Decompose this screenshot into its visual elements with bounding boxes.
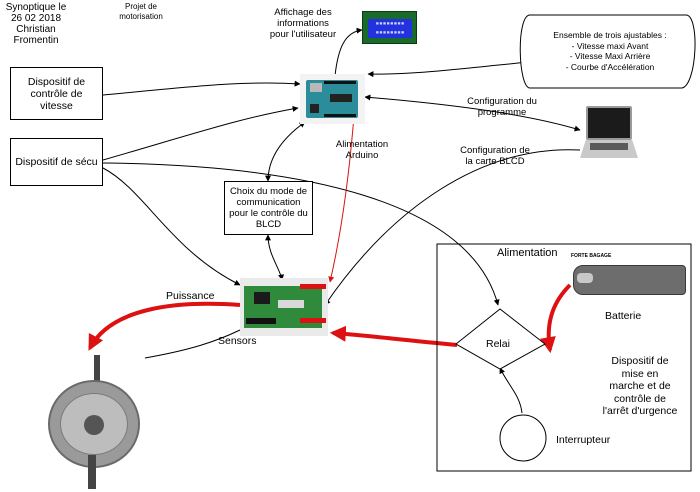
speed-control-line: Dispositif de: [27, 75, 86, 88]
controller-connector: [246, 318, 276, 324]
laptop-image: [580, 106, 638, 164]
arduino-power-label: Alimentation Arduino: [322, 139, 402, 161]
arrow-laptop-arduino: [364, 94, 581, 132]
display-label-line: pour l'utilisateur: [269, 29, 337, 40]
author-line: 26 02 2018: [10, 13, 62, 24]
adjustables-line: - Vitesse Maxi Arrière: [569, 51, 651, 61]
lcd-display: ▪▪▪▪▪▪▪▪ ▪▪▪▪▪▪▪▪: [362, 11, 417, 44]
motor-axle-bottom: [88, 455, 96, 489]
author-line: Christian: [16, 24, 56, 35]
blcd-config-line: Configuration de: [460, 145, 530, 156]
laptop-screen: [586, 106, 632, 140]
blcd-controller: [240, 278, 328, 336]
switch-label: Interrupteur: [556, 434, 611, 446]
arrow-safety-to-arduino: [102, 105, 299, 161]
author-line: Synoptique le: [5, 2, 67, 13]
controller-component: [254, 292, 270, 304]
comm-mode-line: Choix du mode de: [229, 186, 308, 197]
safety-box: Dispositif de sécu: [10, 138, 103, 186]
startup-device-line: Dispositif de: [611, 355, 669, 367]
line-sensors: [144, 329, 241, 359]
relay-diamond: [455, 308, 546, 370]
relay-label: Relai: [486, 338, 510, 350]
arduino-header: [324, 114, 356, 117]
arduino-chip: [330, 94, 352, 102]
battery-brand: FORTE BAGAGE: [571, 253, 612, 259]
arrow-speed-to-arduino: [102, 80, 301, 96]
speed-control-line: vitesse: [40, 99, 73, 112]
battery-label: Batterie: [605, 310, 642, 322]
startup-device-line: l'arrêt d'urgence: [602, 405, 678, 417]
lcd-line: ▪▪▪▪▪▪▪▪: [375, 20, 405, 27]
comm-mode-line: BLCD: [255, 219, 282, 230]
hub-motor-image: [30, 355, 150, 490]
arrow-laptop-to-controller: [324, 149, 581, 306]
controller-wire: [300, 318, 326, 323]
display-label-line: informations: [277, 18, 329, 29]
project-line: Projet de: [124, 2, 158, 11]
switch-circle: [499, 414, 547, 462]
startup-device-line: marche et de: [609, 380, 671, 392]
comm-mode-line: pour le contrôle du: [229, 208, 308, 219]
arrow-power-to-motor: [88, 301, 241, 351]
lcd-screen: ▪▪▪▪▪▪▪▪ ▪▪▪▪▪▪▪▪: [368, 19, 412, 38]
battery-image: FORTE BAGAGE: [571, 251, 688, 305]
adjustables-shape: [519, 14, 696, 89]
display-label: Affichage des informations pour l'utilis…: [253, 7, 353, 40]
blcd-config-label: Configuration de la carte BLCD: [445, 145, 545, 167]
startup-device-line: mise en: [621, 367, 659, 380]
arrow-arduino-power: [328, 102, 358, 283]
startup-device-label: Dispositif de mise en marche et de contr…: [590, 355, 690, 418]
arrow-arduino-to-display: [334, 27, 363, 77]
motor-axle-top: [94, 355, 100, 385]
controller-component: [278, 300, 304, 308]
lcd-line: ▪▪▪▪▪▪▪▪: [375, 29, 405, 36]
arduino-power-line: Arduino: [345, 150, 379, 161]
power-section-title: Alimentation: [497, 247, 558, 259]
safety-label: Dispositif de sécu: [15, 156, 98, 168]
speed-control-box: Dispositif de contrôle de vitesse: [10, 67, 103, 120]
comm-mode-box: Choix du mode de communication pour le c…: [224, 181, 313, 235]
arrow-safety-to-relay: [102, 162, 500, 306]
power-section-frame: [436, 243, 692, 472]
project-line: motorisation: [119, 12, 163, 21]
author-line: Fromentin: [13, 35, 59, 46]
arrow-arduino-comm: [265, 121, 306, 182]
power-out-label: Puissance: [166, 290, 215, 302]
arrow-adjustables-to-arduino: [367, 61, 529, 78]
display-label-line: Affichage des: [274, 7, 332, 18]
laptop-keys: [590, 143, 628, 150]
adjustables-line: - Courbe d'Accélération: [565, 61, 655, 72]
battery-latch: [577, 273, 593, 283]
adjustables-label: Ensemble de trois ajustables : - Vitesse…: [535, 30, 685, 72]
arduino-header: [324, 81, 356, 84]
blcd-config-line: la carte BLCD: [465, 156, 525, 167]
arduino-power-line: Alimentation: [335, 139, 389, 150]
controller-wire: [300, 284, 326, 289]
sensors-label: Sensors: [218, 335, 257, 347]
arrow-battery-to-relay: [540, 283, 572, 354]
author-block: Synoptique le 26 02 2018 Christian Frome…: [0, 2, 72, 46]
arduino-usb-port: [310, 83, 322, 92]
arrow-switch-to-relay: [499, 367, 523, 414]
speed-control-line: contrôle de: [30, 87, 83, 100]
arrow-relay-to-controller: [329, 325, 458, 347]
arrow-comm-controller: [265, 234, 285, 281]
program-config-line: Configuration du: [467, 96, 537, 107]
adjustables-line: Ensemble de trois ajustables :: [553, 30, 667, 40]
startup-device-line: contrôle de: [614, 392, 666, 405]
program-config-label: Configuration du programme: [452, 96, 552, 118]
program-config-line: programme: [477, 107, 527, 118]
arduino-power-jack: [310, 104, 319, 113]
comm-mode-line: communication: [236, 197, 301, 208]
motor-hub: [84, 415, 104, 435]
arrow-safety-to-controller: [102, 167, 241, 286]
arduino-board: [300, 74, 365, 124]
adjustables-line: - Vitesse maxi Avant: [571, 40, 649, 51]
project-title: Projet de motorisation: [108, 2, 174, 22]
